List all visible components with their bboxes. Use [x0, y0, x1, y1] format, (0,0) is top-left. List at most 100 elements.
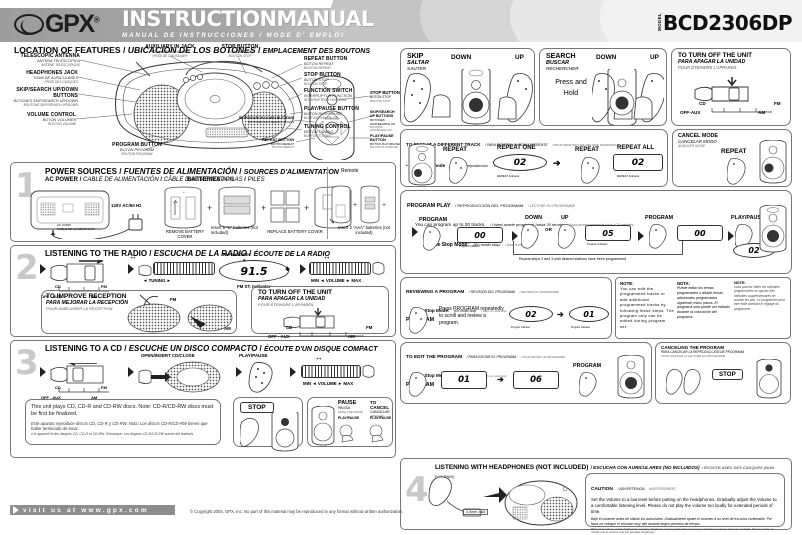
cancel-mode-fr: ANNULER MODE: [678, 144, 706, 148]
search-title: SEARCH BUSCAR RECHERCHER: [546, 53, 578, 71]
turnoff-right-offaux: OFF-AUX: [680, 110, 701, 115]
callout-label-en: VOLUME CONTROL: [27, 112, 76, 118]
callout-skip-search-buttons: SKIP/SEARCH UP/DOWN BUTTONS BOTONES SKIP…: [10, 87, 79, 107]
fm-st-star-icon: ✱: [285, 267, 291, 273]
section-power-sources: 1 POWER SOURCES / FUENTES DE ALIMENTACIÓ…: [10, 162, 396, 242]
fm-indicator-label: FM Indicator: [223, 252, 251, 257]
cd-volume-dial[interactable]: [301, 365, 377, 378]
ac-cord-note: AC CORD CABLE DE ALIMENTACIÓN: [57, 223, 95, 231]
callout-label-en: STOP BUTTON: [304, 72, 341, 78]
callout-volume-control: VOLUME CONTROL BOTÓN VOLUMEN BOUTON VOLU…: [16, 112, 76, 126]
edit-stopmode-fr: Dans le mode stop:: [483, 374, 508, 378]
tuning-dial-track[interactable]: [153, 262, 215, 275]
callout-auxiliary-in-jack: AUXILIARY IN JACK TOMA DE AUXILIARY PRIS…: [138, 44, 202, 58]
repeat-one-indicator-note: REPEAT Indicator: [497, 174, 520, 178]
gpx-logo-mark-icon: [14, 14, 44, 35]
step-marker-3: [299, 262, 307, 280]
turnoff-right-es: PARA APAGAR LA UNIDAD: [678, 59, 746, 65]
skip-title-fr: SAUTER: [407, 66, 426, 71]
program-play-en: PROGRAM PLAY: [407, 203, 451, 209]
program-play-fr: LECTURE DU PROGRAMME: [529, 204, 575, 208]
cd-volume-arrow-icon: ↔: [315, 353, 323, 362]
callout-label-en: REPEAT BUTTON: [304, 56, 348, 62]
stop-button-label[interactable]: STOP: [240, 402, 274, 413]
cancel-mode-es: CANCELAR MODO: [678, 139, 717, 144]
cd-volume-track[interactable]: [301, 365, 361, 378]
repeat-step2-label: REPEAT ONE: [497, 145, 536, 151]
skip-down-label: DOWN: [451, 54, 472, 61]
callout-label-fr: BOUTON REPEAT: [304, 66, 331, 70]
turnoff-right-switch-labels: CD FM OFF-AUX AM: [680, 101, 790, 123]
reviewing-program-box: REVIEWING A PROGRAM / REVISIÓN DEL PROGR…: [400, 277, 612, 339]
callout-label-fr: BOUTON REPEAT: [272, 146, 294, 149]
improve-reception-box: TO IMPROVE RECEPTION PARA MEJORAR LA REC…: [41, 290, 237, 334]
off-switch-cd: CD: [286, 325, 293, 330]
cd-note-en: This unit plays CD, CD-R and CD-RW discs…: [31, 404, 214, 418]
note-col-en: NOTE: You can edit the programmed tracks…: [620, 281, 674, 335]
reviewing-row: REVIEWING A PROGRAM / REVISIÓN DEL PROGR…: [400, 277, 792, 339]
cancel-program-stop-button[interactable]: STOP: [712, 369, 743, 380]
cancel-mode-remote: [759, 140, 787, 184]
reviewing-display-1-value: 02: [525, 309, 537, 319]
cancel-fr: ANNULER: [370, 414, 384, 418]
volume-dial[interactable]: [309, 262, 385, 275]
callout-label-en: SKIP/SEARCH UP BUTTONS: [370, 110, 395, 118]
gpx-logo: GPX®: [14, 10, 100, 39]
pp-or-label: OR: [545, 227, 552, 232]
reviewing-stopmode-fr: Dans le mode stop:: [483, 309, 508, 313]
callout-label-fr: PRISE DE D'AUXILIARY: [152, 54, 188, 58]
skip-title: SKIP SALTAR SAUTER: [407, 53, 429, 71]
program-play-heading: PROGRAM PLAY / REPRODUCCIÓN DEL PROGRAMA…: [407, 203, 575, 209]
cd-note-fr: Cet appareil lit des disques CD, CD-R et…: [31, 432, 195, 437]
pause-en: PAUSE: [338, 400, 357, 406]
cancel-group: TO CANCEL CANCELAR ANNULER: [370, 400, 392, 418]
repeat-bullet-es: En modo reproducción: [451, 163, 488, 168]
pp-display-2: 05: [585, 225, 631, 241]
callout-label-es: BOTÓN TUNING: [304, 130, 334, 134]
model-number: BCD2306DP: [663, 11, 792, 35]
edit-display-1: 01: [441, 371, 487, 389]
skip-illustration: [404, 69, 533, 125]
divider-remote: [327, 167, 328, 239]
repe­at-hand-1: [449, 157, 468, 184]
pp-display-4-value: 02: [748, 246, 760, 255]
search-title-en: SEARCH: [546, 53, 576, 60]
left-column: TELESCOPIC ANTENNA ANTENA TELESCÓPICA AN…: [10, 42, 400, 458]
boombox-illustration: [75, 55, 373, 160]
section-2-number: 2: [15, 248, 39, 288]
turn-off-unit-box: TO TURN OFF THE UNIT PARA APAGAR LA UNID…: [251, 286, 389, 339]
section-4-number: 4: [405, 470, 429, 510]
switch-fm-label: FM: [101, 284, 107, 289]
pp-step1-label: PROGRAM: [419, 217, 448, 223]
cancel-mode-en: CANCEL MODE: [678, 133, 719, 139]
pp-display-2-note: Program Indicator: [587, 243, 608, 246]
edit-remote: [617, 355, 645, 399]
tuning-dial[interactable]: [138, 262, 217, 276]
callout-label-es: BOTÓN STOP: [370, 95, 391, 99]
location-of-features-title: LOCATION OF FEATURES / UBICACION DE LOS …: [14, 45, 370, 55]
turnoff-right-hand: [694, 77, 749, 102]
section-1-heading: POWER SOURCES / FUENTES DE ALIMENTACIÓN …: [45, 167, 339, 176]
playpause-label: PLAY/PAUSE: [239, 353, 268, 358]
repeat-one-value: 02: [513, 157, 527, 168]
remote-callout-repeat: REPEAT BUTTON BOTÓN REPEAT BOUTON REPEAT: [248, 138, 294, 149]
callout-label-es: BOTONES SKIP/SEARCH UP/DOWN: [13, 99, 79, 103]
volume-dial-track[interactable]: [309, 262, 371, 275]
improve-reception-es: PARA MEJORAR LA RECEPCIÓN: [46, 300, 128, 306]
pp-down-label: DOWN: [525, 215, 543, 221]
pp-step4-label: PLAY/PAUSE: [731, 215, 765, 221]
website-url[interactable]: visit us at www.gpx.com: [23, 506, 149, 514]
section-2-title-en: LISTENING TO THE RADIO: [45, 249, 148, 258]
pp-repeat-note: Repeat steps 2 and 3 until desired stati…: [519, 257, 627, 261]
cancel-program-en: CANCELING THE PROGRAM: [661, 345, 725, 350]
callout-label-es: BOTONES SKIP/SEARCH DOWN: [248, 120, 294, 124]
open-insert-label: OPEN/INSERT CD/CLOSE: [141, 353, 195, 358]
website-bar[interactable]: visit us at www.gpx.com: [10, 505, 175, 515]
turnoff-fr: POUR ÉTEINDRE L'APPAREIL: [258, 302, 315, 307]
section-4-title-es: ESCUCHA CON AURICULARES (NO INCLUIDOS): [593, 465, 700, 470]
step-marker-1: [39, 262, 47, 280]
cancel-program-remote: [756, 359, 782, 399]
cd-step-marker-2: [127, 365, 135, 383]
callout-label-es: ANTENA TELESCÓPICA: [37, 59, 80, 63]
ac-power-en: AC POWER: [45, 177, 78, 183]
